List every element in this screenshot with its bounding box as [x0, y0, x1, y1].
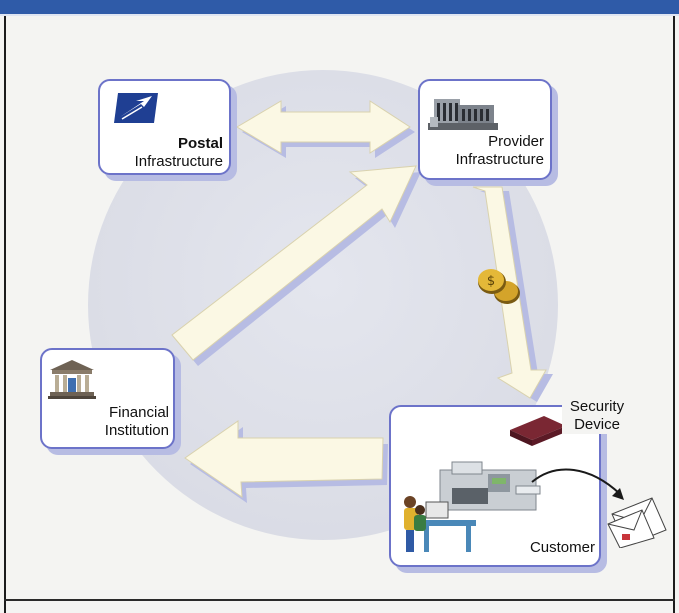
coins-icon: $ [478, 269, 520, 304]
provider-label: Provider Infrastructure [456, 133, 544, 169]
arrow-postal-provider [236, 100, 415, 158]
postal-label-line2: Infrastructure [134, 153, 223, 170]
svg-text:$: $ [487, 274, 495, 289]
postal-infrastructure-node: Postal Infrastructure [98, 79, 231, 175]
provider-infrastructure-node: Provider Infrastructure [418, 79, 552, 180]
building-icon [428, 99, 498, 130]
financial-label-line2: Institution [104, 422, 169, 439]
security-device-icon [510, 416, 566, 446]
security-device-label: Security Device [562, 398, 632, 434]
arrow-financial-provider [171, 165, 421, 366]
provider-label-line2: Infrastructure [455, 151, 544, 168]
financial-label: Financial Institution [105, 404, 169, 440]
bank-icon [48, 360, 96, 399]
top-accent-line [0, 14, 679, 16]
postage-meter-workstation-icon [404, 461, 541, 552]
top-accent-bar [0, 0, 679, 14]
frame-right-border [673, 16, 675, 613]
postal-label-line1: Postal [177, 135, 223, 152]
security-device-label-line1: Security [569, 398, 625, 415]
provider-label-line1: Provider [488, 133, 544, 150]
frame-left-border [4, 16, 6, 613]
customer-label: Customer [529, 539, 595, 556]
frame-bottom-border [4, 599, 675, 601]
mail-envelopes-icon [607, 497, 667, 548]
usps-eagle-logo-icon [114, 93, 158, 123]
postal-label: Postal Infrastructure [135, 135, 223, 171]
security-device-label-line2: Device [574, 416, 620, 433]
mail-flow-arrow [531, 468, 624, 500]
financial-label-line1: Financial [108, 404, 169, 421]
arrow-customer-financial [184, 420, 388, 503]
financial-institution-node: Financial Institution [40, 348, 175, 449]
